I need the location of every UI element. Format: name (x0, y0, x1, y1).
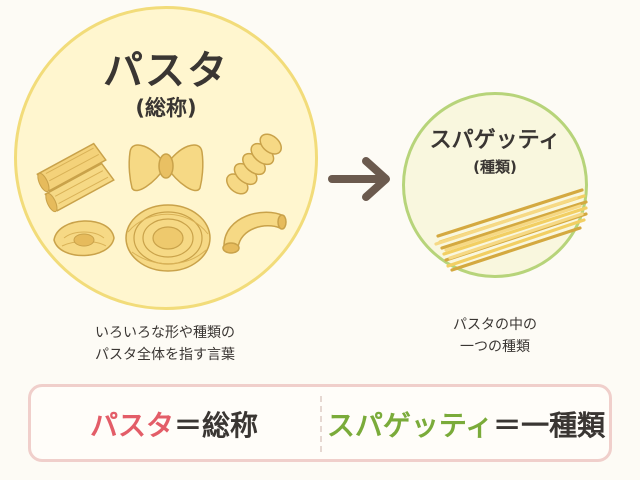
fusilli-icon (226, 133, 282, 195)
summary-divider (320, 396, 322, 452)
summary-pasta-equals: ＝ (173, 409, 202, 442)
summary-spaghetti-term: スパゲッティ (326, 409, 494, 442)
pasta-title: パスタ (103, 48, 229, 94)
summary-spaghetti: スパゲッティ＝一種類 (320, 404, 612, 444)
spaghetti-caption-line1: パスタの中の (453, 317, 537, 333)
summary-pasta: パスタ＝総称 (28, 404, 320, 444)
farfalle-icon (128, 144, 204, 192)
tagliatelle-nest-icon (125, 204, 211, 272)
spaghetti-title: スパゲッティ (429, 128, 561, 153)
penne-icon (36, 142, 115, 213)
summary-spaghetti-equals: ＝ (493, 409, 522, 442)
pasta-caption-line1: いろいろな形や種類の (95, 325, 235, 341)
spaghetti-caption: パスタの中の 一つの種類 (400, 314, 590, 358)
spaghetti-circle (402, 92, 588, 278)
summary-spaghetti-value: 一種類 (521, 409, 606, 442)
summary-pasta-term: パスタ (89, 409, 174, 442)
pasta-caption-line2: パスタ全体を指す言葉 (95, 347, 235, 363)
pasta-caption: いろいろな形や種類の パスタ全体を指す言葉 (40, 322, 290, 366)
conchiglie-icon (53, 220, 115, 257)
spaghetti-caption-line2: 一つの種類 (460, 339, 530, 355)
spaghetti-bundle-icon (434, 188, 588, 272)
summary-pasta-value: 総称 (202, 409, 259, 442)
spaghetti-subtitle: (種類) (473, 158, 517, 176)
pasta-subtitle: (総称) (135, 96, 197, 120)
macaroni-icon (222, 211, 287, 254)
right-arrow-icon (328, 157, 390, 201)
